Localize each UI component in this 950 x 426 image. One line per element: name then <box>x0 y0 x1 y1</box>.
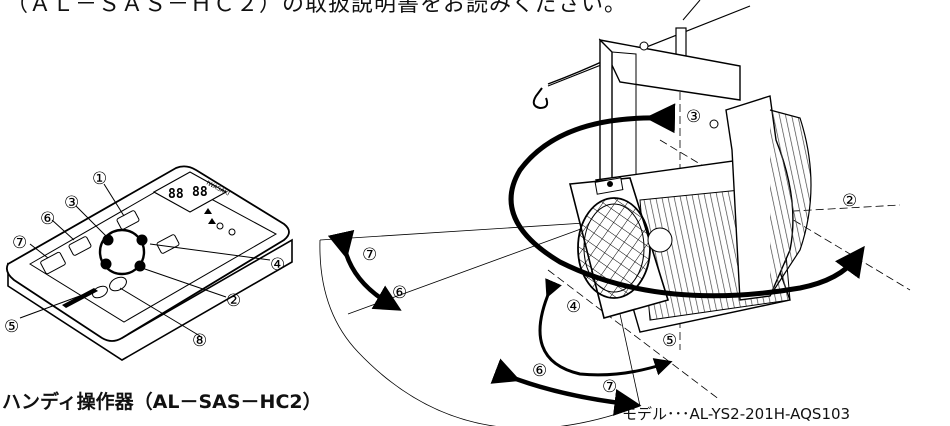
tilt-arrow-upper <box>327 229 402 311</box>
top-note: （ＡＬ－ＳＡＳ－ＨＣ２）の取扱説明書をお読みください。 <box>6 0 628 17</box>
dpad-arrow-icon <box>134 260 146 272</box>
callout-fixture-7-lower: ⑦ <box>602 377 617 397</box>
callout-fixture-3: ③ <box>686 107 701 127</box>
remote-display-digits-1: 88 <box>168 187 184 202</box>
callout-fixture-6-lower: ⑥ <box>532 361 547 381</box>
callout-remote-2: ② <box>226 291 241 311</box>
callout-fixture-4: ④ <box>566 297 581 317</box>
callout-remote-5: ⑤ <box>4 317 19 337</box>
callout-remote-7: ⑦ <box>12 233 27 253</box>
remote-button-4 <box>156 234 180 254</box>
tilt-arrow-lower <box>490 358 642 416</box>
callout-fixture-6-upper: ⑥ <box>392 283 407 303</box>
remote-button-5 <box>92 285 108 299</box>
indicator-icon <box>216 222 224 230</box>
callout-remote-1: ① <box>92 169 107 189</box>
callout-remote-8: ⑧ <box>192 331 207 351</box>
remote-button-7 <box>40 251 66 275</box>
dpad-arrow-icon <box>102 234 114 246</box>
fixture-illustration: ② ③ ④ ⑤ ⑥ ⑦ ⑥ ⑦ <box>319 0 911 426</box>
callout-remote-3: ③ <box>64 193 79 213</box>
pan-rotation-arrow <box>508 103 865 299</box>
dpad-arrow-icon <box>100 258 112 270</box>
indicator-icon <box>228 228 236 236</box>
callout-remote-4: ④ <box>270 255 285 275</box>
remote-device: 88 88 IWASAKI <box>4 165 293 361</box>
model-label: モデル･･･AL-YS2-201H-AQS103 <box>622 405 851 423</box>
dpad-arrow-icon <box>136 234 148 246</box>
callout-fixture-2: ② <box>842 191 857 211</box>
remote-button-6 <box>68 236 92 256</box>
remote-caption: ハンディ操作器（AL－SAS－HC2） <box>2 391 322 413</box>
callout-fixture-5: ⑤ <box>662 331 677 351</box>
callout-remote-6: ⑥ <box>40 209 55 229</box>
remote-button-1 <box>116 210 140 230</box>
callout-fixture-7-upper: ⑦ <box>362 245 377 265</box>
dpad-ring <box>98 228 146 276</box>
remote-display-digits-2: 88 <box>192 185 208 200</box>
remote-button-8 <box>109 276 127 292</box>
